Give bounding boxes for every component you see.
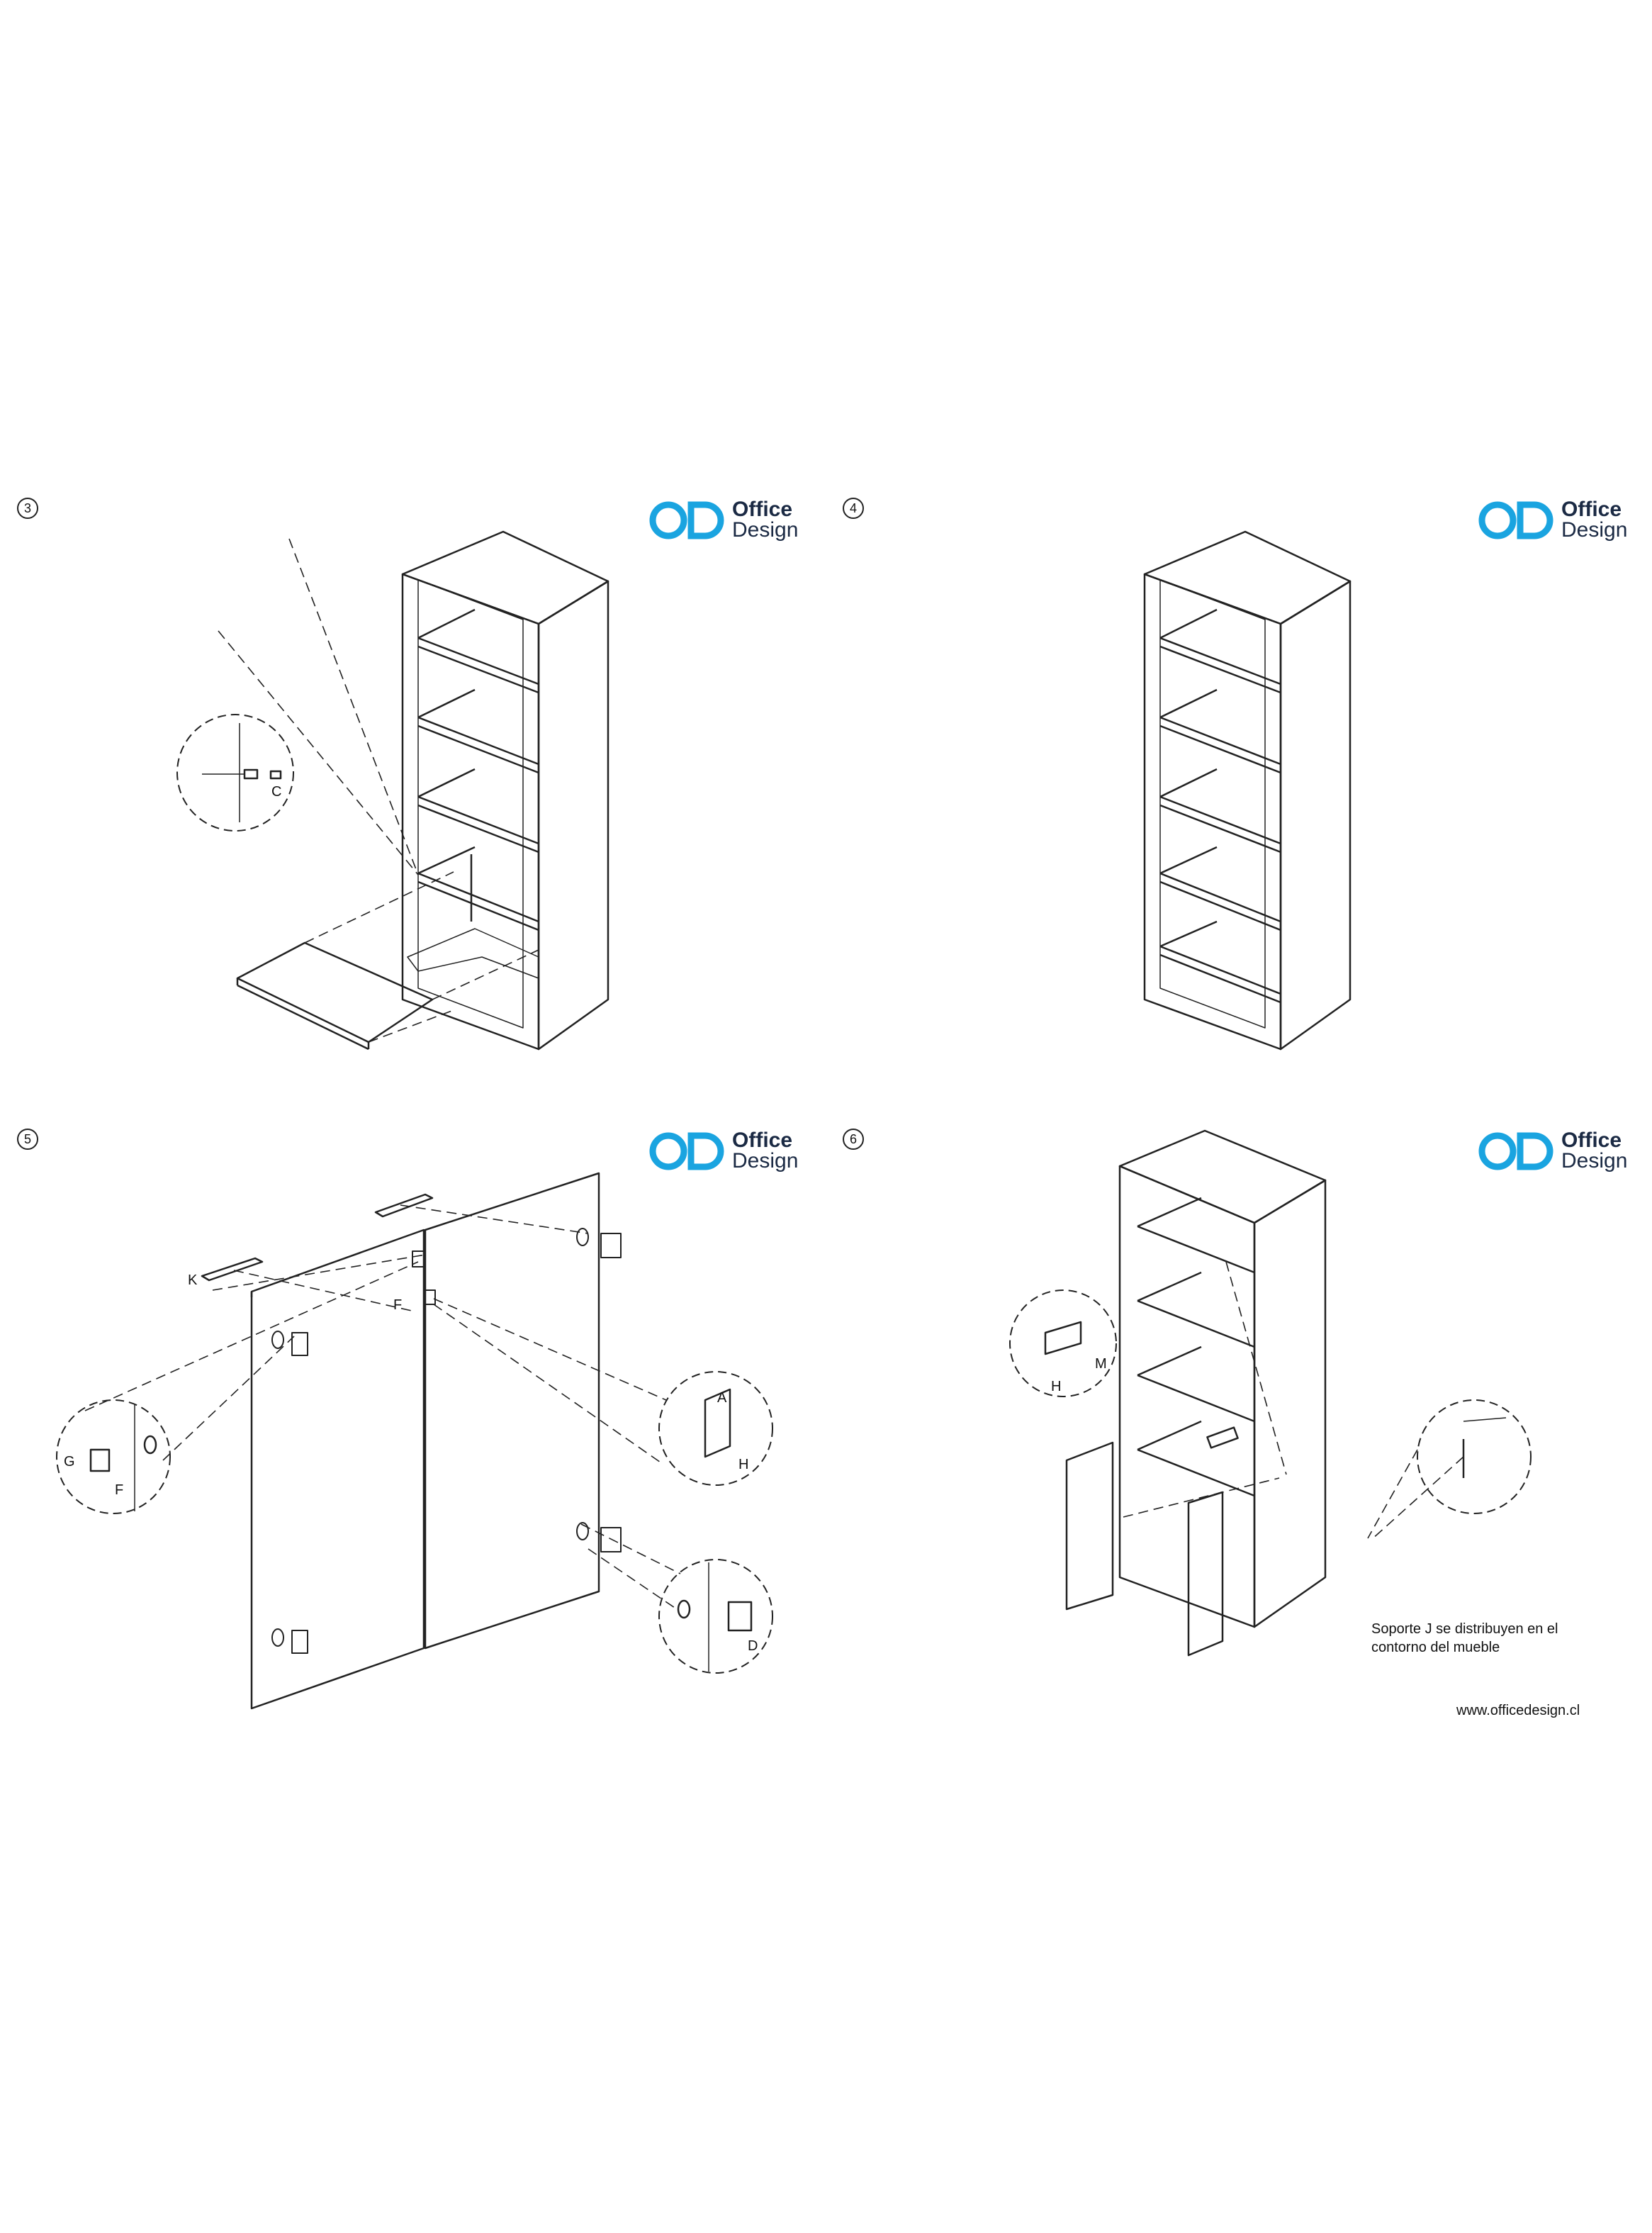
logo-word-design: Design xyxy=(732,518,799,542)
logo-word-design: Design xyxy=(1561,518,1628,542)
bookcase xyxy=(1143,530,1352,1051)
doors-open xyxy=(1065,1426,1239,1657)
support-j-note-line2: contorno del mueble xyxy=(1371,1640,1500,1655)
detail-callout-mounting-plate xyxy=(658,1371,773,1486)
part-label-h: H xyxy=(738,1457,748,1472)
panel-step-5: 5 Office Design xyxy=(0,1120,826,1751)
handles xyxy=(201,1193,434,1282)
detail-callout-support-j xyxy=(1417,1399,1532,1514)
cabinet-with-doors-diagram: M H xyxy=(1009,1129,1532,1657)
detail-callout-hinge xyxy=(658,1559,773,1674)
office-design-logo: Office Design xyxy=(648,498,804,543)
step-number: 4 xyxy=(843,498,864,519)
office-design-logo: Office Design xyxy=(648,1129,804,1174)
part-label-f: F xyxy=(393,1297,402,1313)
cabinet xyxy=(1118,1129,1327,1628)
bookcase-complete-diagram xyxy=(1143,530,1352,1051)
logo-word-office: Office xyxy=(1561,1129,1622,1152)
step-number: 3 xyxy=(17,498,38,519)
od-logo-icon xyxy=(649,1132,724,1170)
step-number: 6 xyxy=(843,1129,864,1150)
office-design-logo: Office Design xyxy=(1478,1129,1634,1174)
logo-word-design: Design xyxy=(732,1149,799,1173)
assembly-guides xyxy=(84,1204,681,1610)
detail-guides xyxy=(1123,1261,1464,1540)
part-label-c: C xyxy=(271,784,281,800)
insertion-guides xyxy=(218,538,539,1043)
detail-callout-handle-screws xyxy=(56,1399,171,1514)
part-label-a: A xyxy=(717,1390,727,1406)
office-design-logo: Office Design xyxy=(1478,498,1634,543)
od-logo-icon xyxy=(649,501,724,539)
website-url[interactable]: www.officedesign.cl xyxy=(1456,1703,1580,1718)
panel-step-3: 3 Office Design xyxy=(0,489,826,1120)
hinges xyxy=(271,1228,622,1654)
part-label-g: G xyxy=(64,1454,75,1470)
od-logo-icon xyxy=(1478,1132,1553,1170)
part-label-m: M xyxy=(1095,1356,1107,1372)
part-label-d: D xyxy=(748,1638,758,1654)
bookcase xyxy=(401,530,609,1051)
bookcase-bottom-shelf-diagram: C xyxy=(176,530,609,1051)
step-number: 5 xyxy=(17,1129,38,1150)
logo-word-office: Office xyxy=(732,498,793,521)
logo-word-design: Design xyxy=(1561,1149,1628,1173)
panel-step-6: 6 Office Design xyxy=(826,1120,1651,1751)
doors xyxy=(250,1172,600,1710)
support-j-note: Soporte J se distribuyen en el contorno … xyxy=(1371,1620,1558,1657)
logo-word-office: Office xyxy=(1561,498,1622,521)
part-label-h: H xyxy=(1051,1379,1061,1394)
od-logo-icon xyxy=(1478,501,1553,539)
part-label-k: K xyxy=(188,1272,198,1288)
door-hinge-handle-diagram: K F G F A H D xyxy=(56,1172,773,1710)
part-label-f: F xyxy=(115,1482,123,1498)
detail-callout-shelf-pin xyxy=(176,714,294,832)
support-j-note-line1: Soporte J se distribuyen en el xyxy=(1371,1621,1558,1637)
logo-word-office: Office xyxy=(732,1129,793,1152)
panel-step-4: 4 Office Design xyxy=(826,489,1651,1120)
detail-callout-support-m xyxy=(1009,1289,1117,1397)
